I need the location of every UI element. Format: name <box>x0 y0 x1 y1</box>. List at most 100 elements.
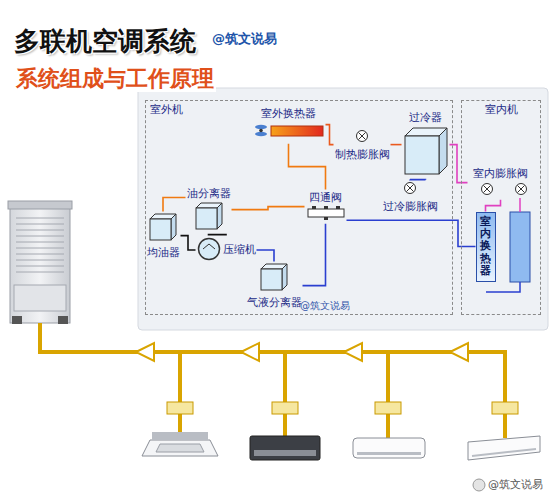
vessel-symbol <box>171 214 176 240</box>
indoor-exchanger-2 <box>510 212 530 282</box>
coil-symbol <box>271 126 323 136</box>
outdoor-unit-picture <box>16 254 64 255</box>
valve-symbol <box>469 182 533 199</box>
wall-unit <box>357 452 421 455</box>
compressor-symbol <box>203 244 215 249</box>
four-way-valve-symbol <box>324 217 328 220</box>
branch-box <box>272 402 298 414</box>
four-way-valve-symbol <box>306 206 346 223</box>
coil-symbol <box>255 131 267 135</box>
refrigerant-pipe <box>283 414 287 436</box>
vessel-symbol <box>149 213 177 241</box>
outdoor-unit-picture <box>10 205 70 323</box>
indoor-expansion-valve: 室内膨胀阀 <box>468 166 534 200</box>
cassette-unit <box>152 432 208 440</box>
ceiling-unit <box>468 436 540 460</box>
ducted-unit <box>250 436 320 460</box>
compressor-symbol <box>197 237 221 264</box>
component-label: 气液分离器 <box>247 296 302 309</box>
vessel-symbol <box>261 269 282 290</box>
four-way-valve: 四通阀 <box>305 190 347 224</box>
vessel-symbol <box>195 202 223 233</box>
vessel-symbol <box>282 264 287 290</box>
pipe-line <box>163 198 186 212</box>
four-way-valve-symbol <box>308 209 344 217</box>
outdoor-unit-picture <box>8 201 72 324</box>
diagram-panel <box>138 88 548 330</box>
refrigerant-pipe <box>503 414 507 438</box>
valve-symbol <box>359 132 366 139</box>
branch-joint <box>136 343 468 361</box>
branch-joint <box>450 343 468 361</box>
valve-symbol <box>357 130 368 141</box>
ducted-unit <box>254 450 316 456</box>
watermark-logo <box>473 479 485 491</box>
outdoor-unit-picture <box>14 285 66 311</box>
outdoor-unit-picture <box>16 272 64 273</box>
outdoor-unit-picture <box>12 316 22 324</box>
refrigerant-pipe <box>386 414 390 438</box>
component-label: 油分离器 <box>187 187 231 200</box>
compressor-symbol <box>198 238 219 259</box>
branch-box <box>167 402 518 414</box>
outdoor-unit-picture <box>16 248 64 249</box>
outdoor-unit-picture <box>16 218 64 219</box>
branch-joint <box>344 343 362 361</box>
branch-joint <box>241 343 259 361</box>
pipe-line <box>303 224 326 286</box>
coil-symbol <box>253 122 325 140</box>
vessel-symbol <box>150 219 171 240</box>
ceiling-unit <box>468 436 540 460</box>
vessel-symbol <box>260 263 288 291</box>
four-way-valve-symbol <box>306 206 346 220</box>
gas-liquid-separator: 气液分离器 <box>246 262 303 310</box>
diagram-title: 多联机空调系统 <box>14 24 196 59</box>
indoor-exchanger-2 <box>486 282 520 292</box>
valve-symbol <box>517 185 524 192</box>
subcooler-symbol <box>405 136 439 174</box>
vessel-symbol <box>260 263 288 294</box>
pipe-line <box>209 234 227 236</box>
component-label: 过冷膨胀阀 <box>383 200 438 213</box>
valve-symbol <box>405 182 416 193</box>
cassette-unit <box>142 432 218 456</box>
pipe-line <box>257 250 275 262</box>
valve-symbol <box>483 185 490 192</box>
indoor-heat-exchanger: 室内换热器 <box>476 212 496 282</box>
ceiling-unit <box>472 449 536 456</box>
outdoor-unit-picture <box>58 316 68 324</box>
outdoor-unit-picture <box>16 260 64 261</box>
vessel-symbol <box>196 208 217 229</box>
pipe-line <box>289 144 326 190</box>
vessel-symbol <box>149 213 177 244</box>
pipe-line <box>232 207 305 210</box>
valve-symbol <box>403 181 417 198</box>
pipe-line <box>347 220 476 246</box>
coil-symbol <box>255 124 267 128</box>
coil-symbol <box>253 122 325 143</box>
component-label: 室内换热器 <box>480 216 491 276</box>
watermark: @筑文说易 <box>488 478 543 491</box>
outdoor-unit-picture <box>16 236 64 237</box>
valve-symbol <box>515 183 526 194</box>
subcooler: 过冷器 <box>402 110 450 180</box>
cassette-unit <box>142 440 218 456</box>
outdoor-unit-picture <box>8 201 72 209</box>
valve-symbol <box>355 129 369 146</box>
component-label: 室内膨胀阀 <box>473 167 528 180</box>
component-label: 室外换热器 <box>261 107 316 120</box>
pipe-line <box>181 236 196 250</box>
wall-unit <box>353 438 425 458</box>
valve-symbol <box>403 181 417 195</box>
author-tag: @筑文说易 <box>212 31 277 47</box>
component-label: 均油器 <box>147 246 180 259</box>
component-label: 制热膨胀阀 <box>335 148 390 161</box>
watermark-logo <box>473 479 485 491</box>
outdoor-unit-region: 室外机室外换热器制热膨胀阀过冷器过冷膨胀阀油分离器四通阀均油器压缩机气液分离器 <box>145 100 453 315</box>
valve-symbol <box>481 183 492 194</box>
valve-symbol <box>517 185 524 192</box>
valve-symbol <box>483 185 490 192</box>
outdoor-unit-picture <box>16 266 64 267</box>
refrigerant-pipe <box>386 352 390 402</box>
